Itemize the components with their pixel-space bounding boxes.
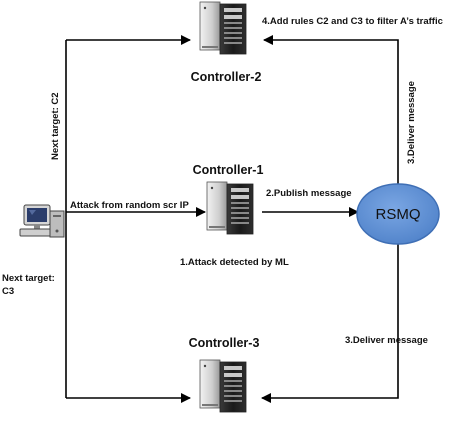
label-next-c2: Next target: C2 — [50, 92, 61, 160]
arrow-deliver-top — [263, 35, 399, 187]
controller-3-label: Controller-3 — [189, 336, 260, 350]
label-next-c3-line2: C3 — [2, 286, 14, 297]
label-deliver-top: 3.Deliver message — [406, 81, 417, 164]
rsmq-label: RSMQ — [376, 206, 421, 223]
controller-1-label: Controller-1 — [193, 163, 264, 177]
connector-lines — [65, 35, 399, 403]
label-deliver-bottom: 3.Deliver message — [345, 335, 428, 346]
controller-2-label: Controller-2 — [191, 70, 262, 84]
label-add-rules: 4.Add rules C2 and C3 to filter A’s traf… — [262, 16, 443, 27]
controller-2-server-icon — [199, 1, 247, 55]
label-publish: 2.Publish message — [266, 188, 352, 199]
label-next-c3-line1: Next target: — [2, 273, 55, 284]
rsmq-ellipse — [356, 183, 440, 245]
arrow-deliver-bottom — [261, 244, 399, 403]
label-detected: 1.Attack detected by ML — [180, 257, 289, 268]
controller-1-server-icon — [206, 181, 254, 235]
rsmq-node: RSMQ — [356, 183, 440, 245]
label-attack: Attack from random scr IP — [70, 200, 189, 211]
controller-3-server-icon — [199, 359, 247, 413]
computer-icon — [19, 204, 65, 238]
